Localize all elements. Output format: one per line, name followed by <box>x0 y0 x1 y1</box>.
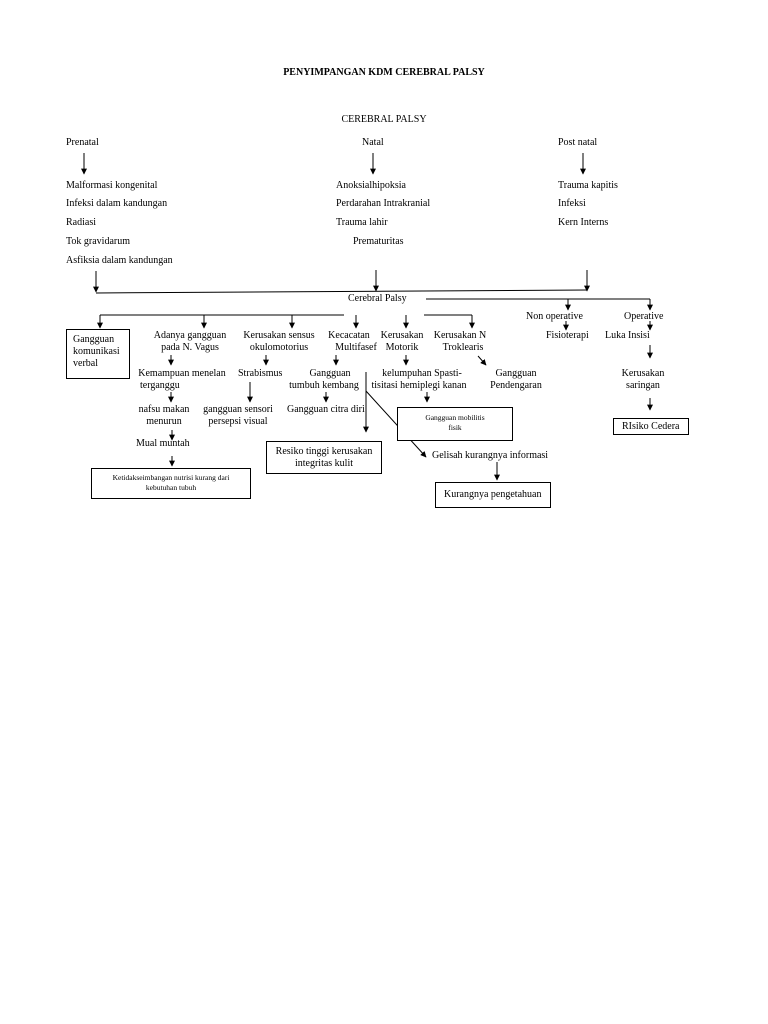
pengetahuan-box: Kurangnya pengetahuan <box>435 482 551 508</box>
risiko-cedera-box: RIsiko Cedera <box>613 418 689 435</box>
nutrisi-line: Ketidakseimbangan nutrisi kurang dari <box>112 473 230 482</box>
nafsu-label: nafsu makan menurun <box>132 404 196 428</box>
nutrisi-box: Ketidakseimbangan nutrisi kurang dari ke… <box>91 468 251 499</box>
komunikasi-line: Gangguan <box>73 334 115 345</box>
prenatal-item: Asfiksia dalam kandungan <box>66 255 173 266</box>
gelisah-label: Gelisah kurangnya informasi <box>432 450 549 461</box>
komunikasi-line: komunikasi <box>73 346 120 357</box>
non-operative-label: Non operative <box>526 311 583 322</box>
troklearis-line: Kerusakan N <box>433 330 487 341</box>
natal-item: Prematuritas <box>353 236 404 247</box>
prenatal-item: Malformasi kongenital <box>66 180 158 191</box>
menelan-line: terganggu <box>140 380 180 391</box>
kecacatan-line: Multifasef <box>335 342 377 353</box>
kerusakan-saringan-label: Kerusakan saringan <box>600 368 686 392</box>
nafsu-line: menurun <box>146 416 182 427</box>
pendengaran-line: Pendengaran <box>490 380 542 391</box>
mual-label: Mual muntah <box>136 438 190 449</box>
postnatal-item: Infeksi <box>558 198 586 209</box>
troklearis-label: Kerusakan N Troklearis <box>428 330 490 354</box>
kulit-line: Resiko tinggi kerusakan <box>275 446 373 457</box>
arrow-gelisah <box>365 390 427 458</box>
natal-item: Perdarahan Intrakranial <box>336 198 431 209</box>
pendengaran-label: Gangguan Pendengaran <box>482 368 550 392</box>
root-label: CEREBRAL PALSY <box>341 114 427 125</box>
menelan-line: Kemampuan menelan <box>138 368 226 379</box>
phase-postnatal: Post natal <box>558 137 598 148</box>
sensus-label: Kerusakan sensus okulomotorius <box>234 330 324 354</box>
kelumpuhan-line: kelumpuhan Spasti- <box>382 368 462 379</box>
prenatal-item: Infeksi dalam kandungan <box>66 198 168 209</box>
tumbuh-label: Gangguan tumbuh kembang <box>286 368 362 392</box>
pengetahuan-text: Kurangnya pengetahuan <box>444 489 542 500</box>
arrow-pendengaran <box>477 355 487 366</box>
operative-label: Operative <box>624 311 664 322</box>
sensus-line: okulomotorius <box>249 342 309 353</box>
mobilitas-line: Gangguan mobilitis <box>425 413 485 422</box>
hub-cerebral-palsy: Cerebral Palsy <box>348 293 407 304</box>
kelumpuhan-label: kelumpuhan Spasti- tisitasi hemiplegi ka… <box>364 368 474 392</box>
postnatal-item: Kern Interns <box>558 217 609 228</box>
kerusakan-saringan-line: Kerusakan <box>621 368 665 379</box>
citra-label: Gangguan citra diri <box>287 404 365 415</box>
tumbuh-line: tumbuh kembang <box>289 380 359 391</box>
kerusakan-saringan-line: saringan <box>626 380 660 391</box>
vagus-line: pada N. Vagus <box>161 342 219 353</box>
motorik-label: Kerusakan Motorik <box>378 330 426 354</box>
postnatal-item: Trauma kapitis <box>558 180 618 191</box>
prenatal-item: Radiasi <box>66 217 96 228</box>
nutrisi-line: kebutuhan tubuh <box>145 483 197 492</box>
sensori-line: persepsi visual <box>208 416 268 427</box>
luka-insisi-label: Luka Insisi <box>605 330 650 341</box>
tumbuh-line: Gangguan <box>309 368 351 379</box>
motorik-line: Motorik <box>385 342 419 353</box>
menelan-label: Kemampuan menelan terganggu <box>134 368 230 392</box>
vagus-line: Adanya gangguan <box>153 330 227 341</box>
prenatal-item: Tok gravidarum <box>66 236 131 247</box>
strabismus-label: Strabismus <box>238 368 283 379</box>
sensori-label: gangguan sensori persepsi visual <box>198 404 278 428</box>
sensus-line: Kerusakan sensus <box>243 330 315 341</box>
pendengaran-line: Gangguan <box>495 368 537 379</box>
kulit-box: Resiko tinggi kerusakan integritas kulit <box>266 441 382 474</box>
natal-item: Anoksialhipoksia <box>336 180 406 191</box>
mobilitas-box: Gangguan mobilitis fisik <box>397 407 513 441</box>
komunikasi-line: verbal <box>73 358 98 369</box>
kelumpuhan-line: tisitasi hemiplegi kanan <box>371 380 467 391</box>
komunikasi-box: Gangguan komunikasi verbal <box>66 329 130 379</box>
nafsu-line: nafsu makan <box>138 404 190 415</box>
mobilitas-line: fisik <box>448 423 462 432</box>
kulit-line: integritas kulit <box>294 458 354 469</box>
troklearis-line: Troklearis <box>442 342 484 353</box>
sensori-line: gangguan sensori <box>203 404 273 415</box>
motorik-line: Kerusakan <box>380 330 424 341</box>
fisioterapi-label: Fisioterapi <box>546 330 589 341</box>
natal-item: Trauma lahir <box>336 217 388 228</box>
merge-line <box>95 289 588 294</box>
kecacatan-line: Kecacatan <box>328 330 370 341</box>
kecacatan-label: Kecacatan Multifasef <box>318 330 380 354</box>
page-title: PENYIMPANGAN KDM CEREBRAL PALSY <box>283 67 485 78</box>
phase-natal: Natal <box>362 137 384 148</box>
vagus-label: Adanya gangguan pada N. Vagus <box>148 330 232 354</box>
phase-prenatal: Prenatal <box>66 137 99 148</box>
risiko-cedera-text: RIsiko Cedera <box>622 421 680 432</box>
